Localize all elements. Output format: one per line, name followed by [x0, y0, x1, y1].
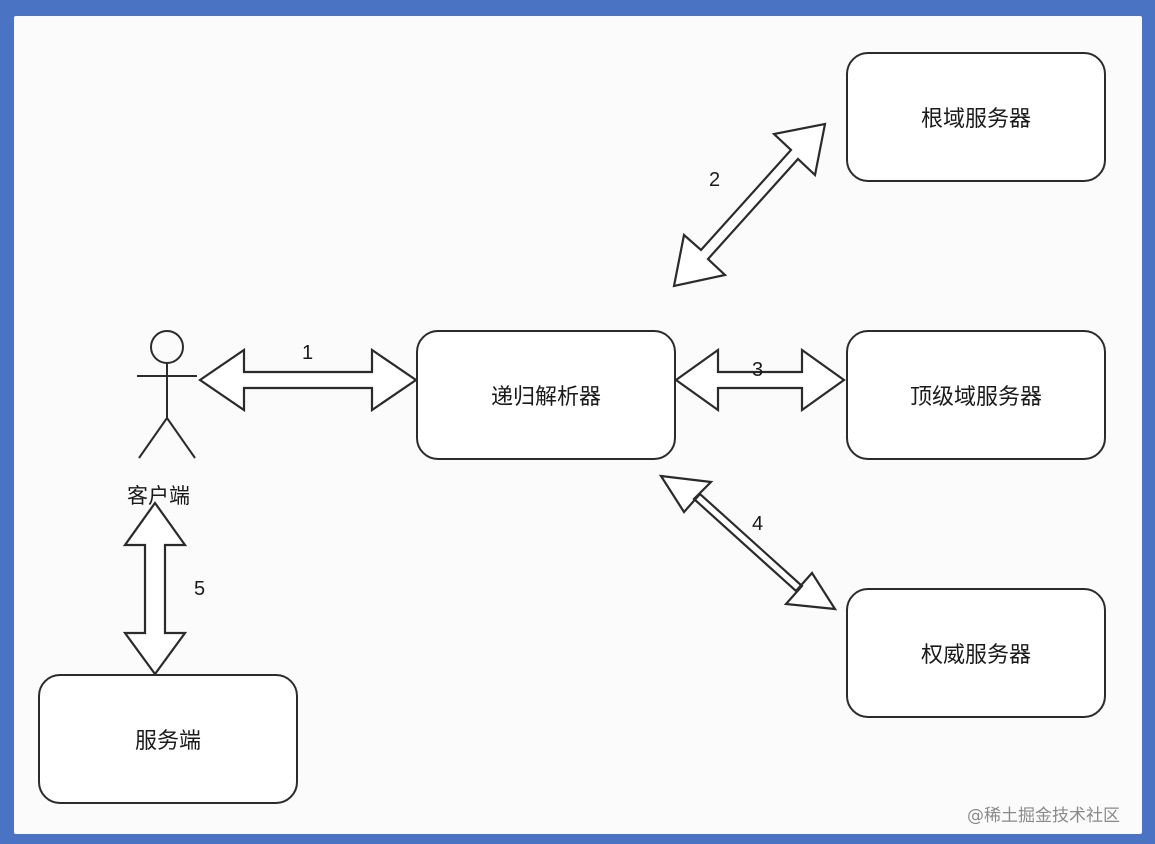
client-actor-icon	[137, 330, 197, 459]
tld-server-label: 顶级域服务器	[909, 385, 1042, 410]
root-server-node: 根域服务器	[846, 52, 1106, 182]
tld-server-node: 顶级域服务器	[846, 330, 1106, 460]
edge-5-label: 5	[194, 578, 206, 600]
diagram-svg	[122, 122, 846, 676]
diagram-canvas: 根域服务器 递归解析器 顶级域服务器 权威服务器 服务端 客户端 1 2 3 4…	[14, 16, 1142, 834]
recursive-resolver-node: 递归解析器	[416, 330, 676, 460]
client-label: 客户端	[127, 484, 190, 508]
edge-4-arrow	[658, 474, 838, 611]
edge-3-label: 3	[752, 359, 764, 381]
recursive-resolver-label: 递归解析器	[490, 385, 601, 410]
server-side-label: 服务端	[134, 729, 201, 754]
root-server-label: 根域服务器	[920, 107, 1031, 132]
credit-text: @稀土掘金技术社区	[967, 806, 1120, 826]
server-side-node: 服务端	[38, 674, 298, 804]
authoritative-server-node: 权威服务器	[846, 588, 1106, 718]
edge-4-label: 4	[752, 513, 764, 535]
authoritative-server-label: 权威服务器	[920, 643, 1031, 668]
edge-2-label: 2	[709, 169, 721, 191]
edge-2-arrow	[672, 122, 827, 288]
edge-1-label: 1	[302, 342, 314, 364]
edge-3-arrow	[674, 347, 846, 413]
edge-5-arrow	[122, 501, 188, 676]
